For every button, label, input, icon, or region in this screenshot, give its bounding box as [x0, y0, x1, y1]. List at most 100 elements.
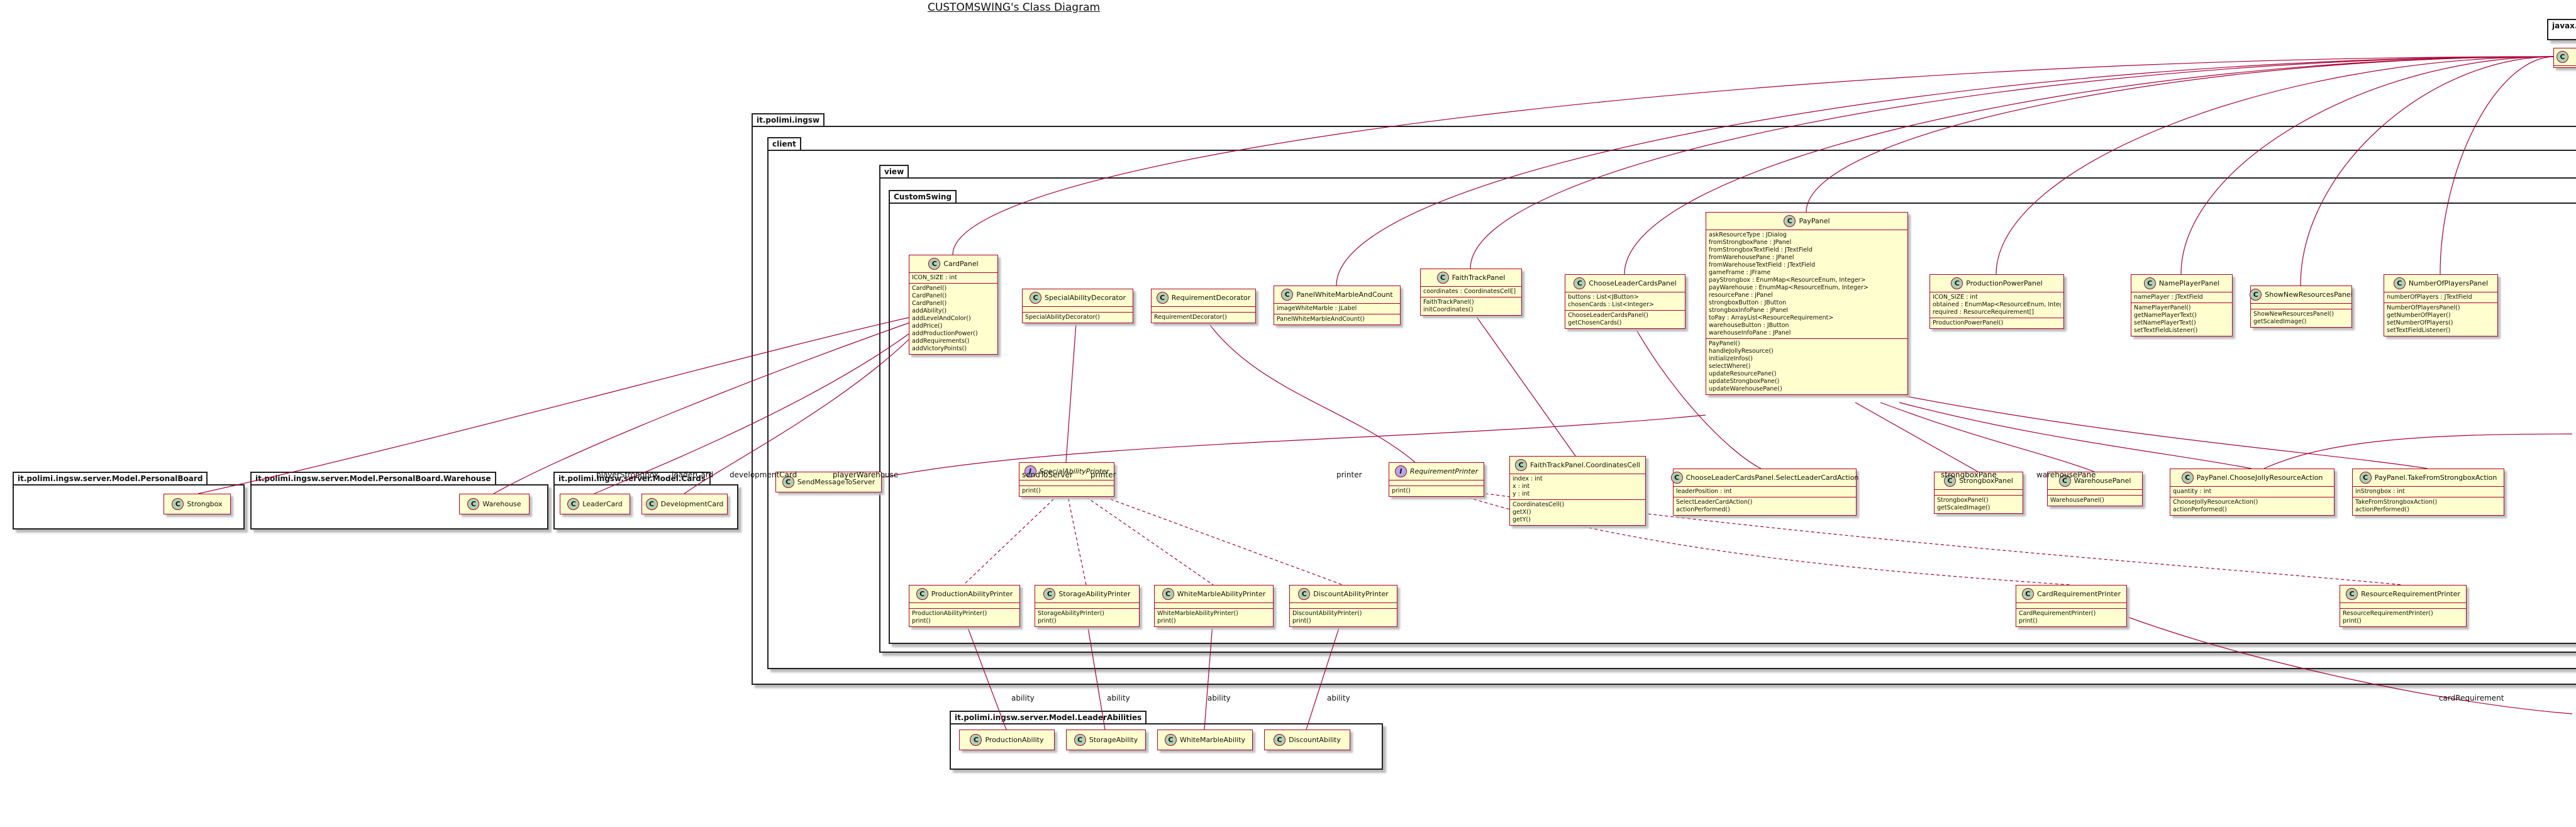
class-name: CardPanel — [943, 260, 979, 268]
method-row: selectWhere() — [1709, 363, 1751, 370]
realization-line — [1065, 487, 1087, 586]
class-name: ChooseLeaderCardsPanel.SelectLeaderCardA… — [1685, 474, 1859, 482]
class-badge-icon: C — [567, 498, 580, 510]
class-methods: CoordinatesCell()getX()getY() — [1510, 500, 1645, 525]
association-line — [1065, 314, 1077, 463]
association-line — [1880, 402, 2095, 472]
method-row: ProductionPowerPanel() — [1933, 319, 2004, 326]
method-row: CardPanel() — [912, 292, 947, 299]
class-methods: FaithTrackPanel()initCoordinates() — [1421, 297, 1521, 315]
class-methods: DiscountAbilityPrinter()print() — [1290, 609, 1397, 626]
class-name: WarehousePanel — [2074, 477, 2131, 485]
package-ingsw-label: it.polimi.ingsw — [752, 113, 825, 126]
class-fields: namePlayer : JTextField — [2131, 292, 2232, 303]
field-row: required : ResourceRequirement[] — [1933, 309, 2035, 316]
method-row: SpecialAbilityDecorator() — [1025, 314, 1100, 321]
class-name: StorageAbilityPrinter — [1058, 590, 1131, 598]
field-row: ICON_SIZE : int — [912, 274, 957, 281]
inheritance-line — [952, 56, 2555, 255]
class-name: NamePlayerPanel — [2158, 279, 2220, 287]
class-fields: buttons : List<JButton>chosenCards : Lis… — [1565, 292, 1685, 311]
package-warehouse-label: it.polimi.ingsw.server.Model.PersonalBoa… — [250, 472, 496, 484]
class-methods: WhiteMarbleAbilityPrinter()print() — [1155, 609, 1273, 626]
realization-line — [1078, 487, 1343, 586]
method-row: getChosenCards() — [1568, 319, 1622, 326]
diagram-title: CUSTOMSWING's Class Diagram — [927, 1, 1101, 14]
label-warehouse-pane: warehousePane — [2036, 470, 2096, 479]
class-fields: ICON_SIZE : int — [909, 273, 997, 284]
association-line — [2125, 616, 2573, 714]
method-row: WarehousePanel() — [2050, 497, 2104, 504]
field-row: strongboxButton : JButton — [1709, 299, 1787, 306]
association-line — [1085, 616, 1106, 730]
class-name: FaithTrackPanel — [1452, 274, 1506, 282]
field-row: warehouseButton : JButton — [1709, 322, 1789, 329]
association-line — [1306, 616, 1343, 730]
class-methods: NamePlayerPanel()getNamePlayerText()setN… — [2131, 303, 2232, 336]
class-fields: leaderPosition : int — [1674, 487, 1856, 497]
package-view — [879, 177, 2576, 653]
inheritance-line — [1996, 56, 2555, 275]
method-row: FaithTrackPanel() — [1423, 299, 1474, 306]
package-customswing-label: CustomSwing — [889, 190, 957, 203]
method-row: getX() — [1513, 509, 1531, 516]
class-methods: PayPanel()handleJollyResource()initializ… — [1706, 339, 1907, 394]
field-row: leaderPosition : int — [1676, 488, 1732, 495]
label-player-strongbox: playerStrongbox — [596, 470, 658, 479]
class-badge-icon: C — [1784, 215, 1796, 227]
class-badge-icon: C — [928, 258, 941, 270]
class-fields — [909, 603, 1019, 609]
field-row: index : int — [1513, 475, 1543, 482]
class-badge-icon: C — [2393, 277, 2406, 289]
method-row: setTextFieldListener() — [2387, 327, 2451, 334]
class-badge-icon: C — [2058, 475, 2071, 487]
association-line — [1855, 402, 1979, 472]
field-row: warehouseInfoPane : JPanel — [1709, 330, 1791, 336]
class-badge-icon: C — [970, 734, 982, 746]
inheritance-line — [1806, 56, 2555, 213]
inheritance-line — [2440, 56, 2555, 275]
field-row: numberOfPlayers : JTextField — [2387, 294, 2472, 301]
field-row: obtained : EnumMap<ResourceEnum, Integer… — [1933, 301, 2061, 308]
class-name: WhiteMarbleAbility — [1179, 736, 1246, 744]
class-methods: ProductionAbilityPrinter()print() — [909, 609, 1019, 626]
package-view-label: view — [879, 165, 909, 177]
class-fields — [1152, 307, 1255, 313]
method-row: ProductionAbilityPrinter() — [912, 610, 987, 617]
realization-line — [1072, 487, 1214, 586]
label-ability-3: ability — [1208, 694, 1231, 702]
field-row: buttons : List<JButton> — [1568, 294, 1639, 301]
field-row: payWarehouse : EnumMap<ResourceEnum, Int… — [1709, 284, 1868, 291]
method-row: PayPanel() — [1709, 340, 1740, 347]
class-fields — [1935, 490, 2023, 496]
inheritance-line — [1336, 56, 2555, 286]
package-javax-label: javax. — [2547, 19, 2576, 31]
class-badge-icon: C — [1281, 289, 1294, 301]
method-row: TakeFromStrongboxAction() — [2355, 499, 2438, 506]
method-row: setNumberOfPlayers() — [2387, 319, 2453, 326]
class-badge-icon: C — [1162, 588, 1174, 600]
class-name: DiscountAbilityPrinter — [1313, 590, 1389, 598]
class-badge-icon: C — [1951, 277, 1963, 289]
composition-line — [1624, 308, 1762, 469]
method-row: ChooseJollyResourceAction() — [2173, 499, 2258, 506]
association-line — [1204, 616, 1214, 730]
field-row: y : int — [1513, 491, 1530, 497]
